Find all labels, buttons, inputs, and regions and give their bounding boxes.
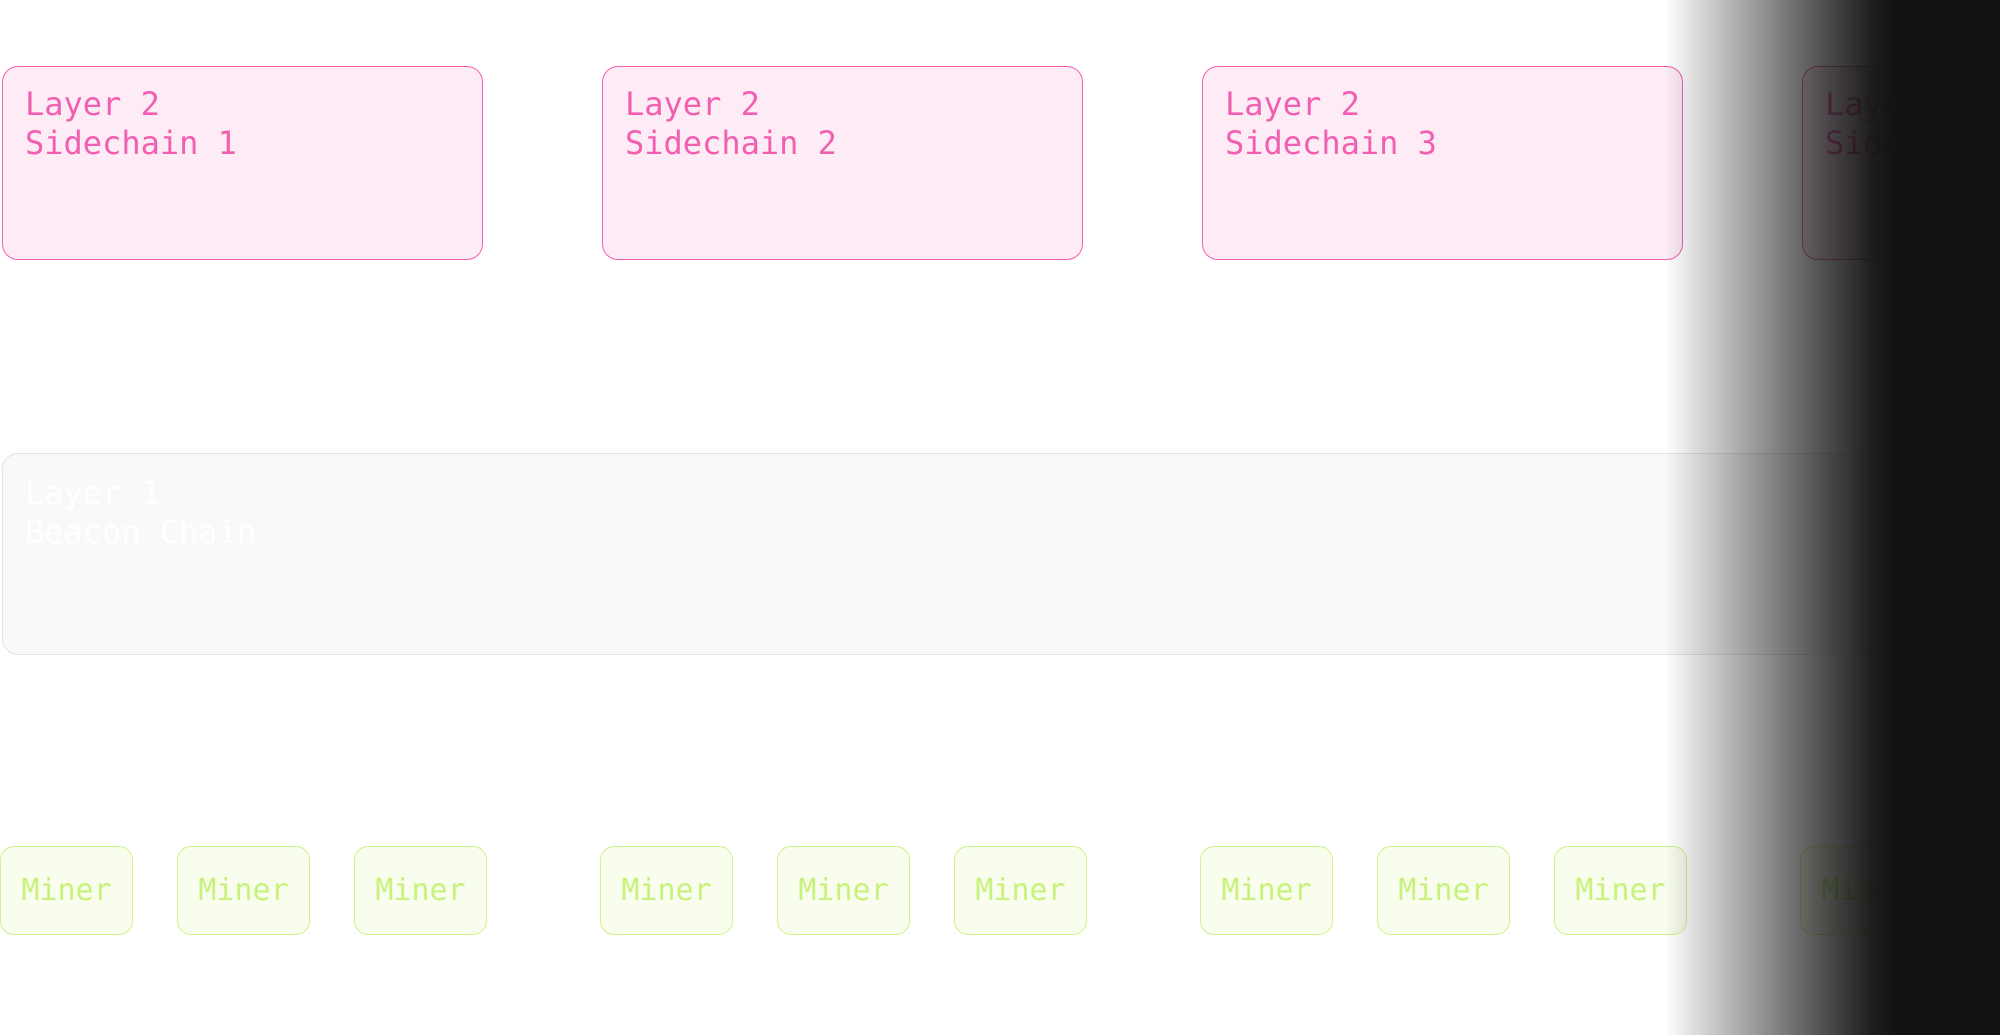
miner-box-2: Miner — [177, 846, 310, 935]
miner-box-10: Miner — [1800, 846, 1933, 935]
sidechain-name-text: Sidechain 1 — [25, 124, 237, 162]
sidechain-layer-text: Layer 2 — [625, 85, 760, 123]
miner-label: Miner — [798, 873, 889, 908]
miner-box-4: Miner — [600, 846, 733, 935]
miner-label: Miner — [975, 873, 1066, 908]
sidechain-layer-text: Layer 2 — [1225, 85, 1360, 123]
beacon-name-text: Beacon Chain — [25, 513, 257, 551]
sidechain-name-text: Sidechain 3 — [1225, 124, 1437, 162]
sidechain-label-1: Layer 2 Sidechain 1 — [25, 85, 237, 163]
sidechain-box-4: Layer 2 Sidechain 4 — [1802, 66, 2000, 260]
miner-label: Miner — [1398, 873, 1489, 908]
sidechain-layer-text: Layer 2 — [25, 85, 160, 123]
sidechain-layer-text: Layer 2 — [1825, 85, 1960, 123]
sidechain-name-text: Sidechain 2 — [625, 124, 837, 162]
miner-box-7: Miner — [1200, 846, 1333, 935]
beacon-chain-box: Layer 1 Beacon Chain — [2, 453, 2000, 655]
sidechain-name-text: Sidechain 4 — [1825, 124, 2000, 162]
sidechain-label-2: Layer 2 Sidechain 2 — [625, 85, 837, 163]
miner-label: Miner — [1575, 873, 1666, 908]
miner-label: Miner — [1821, 873, 1912, 908]
sidechain-label-3: Layer 2 Sidechain 3 — [1225, 85, 1437, 163]
miner-label: Miner — [375, 873, 466, 908]
sidechain-box-3: Layer 2 Sidechain 3 — [1202, 66, 1683, 260]
beacon-chain-label: Layer 1 Beacon Chain — [25, 474, 256, 552]
miner-box-6: Miner — [954, 846, 1087, 935]
miner-label: Miner — [21, 873, 112, 908]
miner-box-9: Miner — [1554, 846, 1687, 935]
miner-box-3: Miner — [354, 846, 487, 935]
miner-box-5: Miner — [777, 846, 910, 935]
miner-box-8: Miner — [1377, 846, 1510, 935]
miner-label: Miner — [621, 873, 712, 908]
miner-label: Miner — [198, 873, 289, 908]
beacon-layer-text: Layer 1 — [25, 474, 160, 512]
sidechain-label-4: Layer 2 Sidechain 4 — [1825, 85, 2000, 163]
sidechain-box-2: Layer 2 Sidechain 2 — [602, 66, 1083, 260]
miner-box-1: Miner — [0, 846, 133, 935]
miner-label: Miner — [1221, 873, 1312, 908]
sidechain-box-1: Layer 2 Sidechain 1 — [2, 66, 483, 260]
